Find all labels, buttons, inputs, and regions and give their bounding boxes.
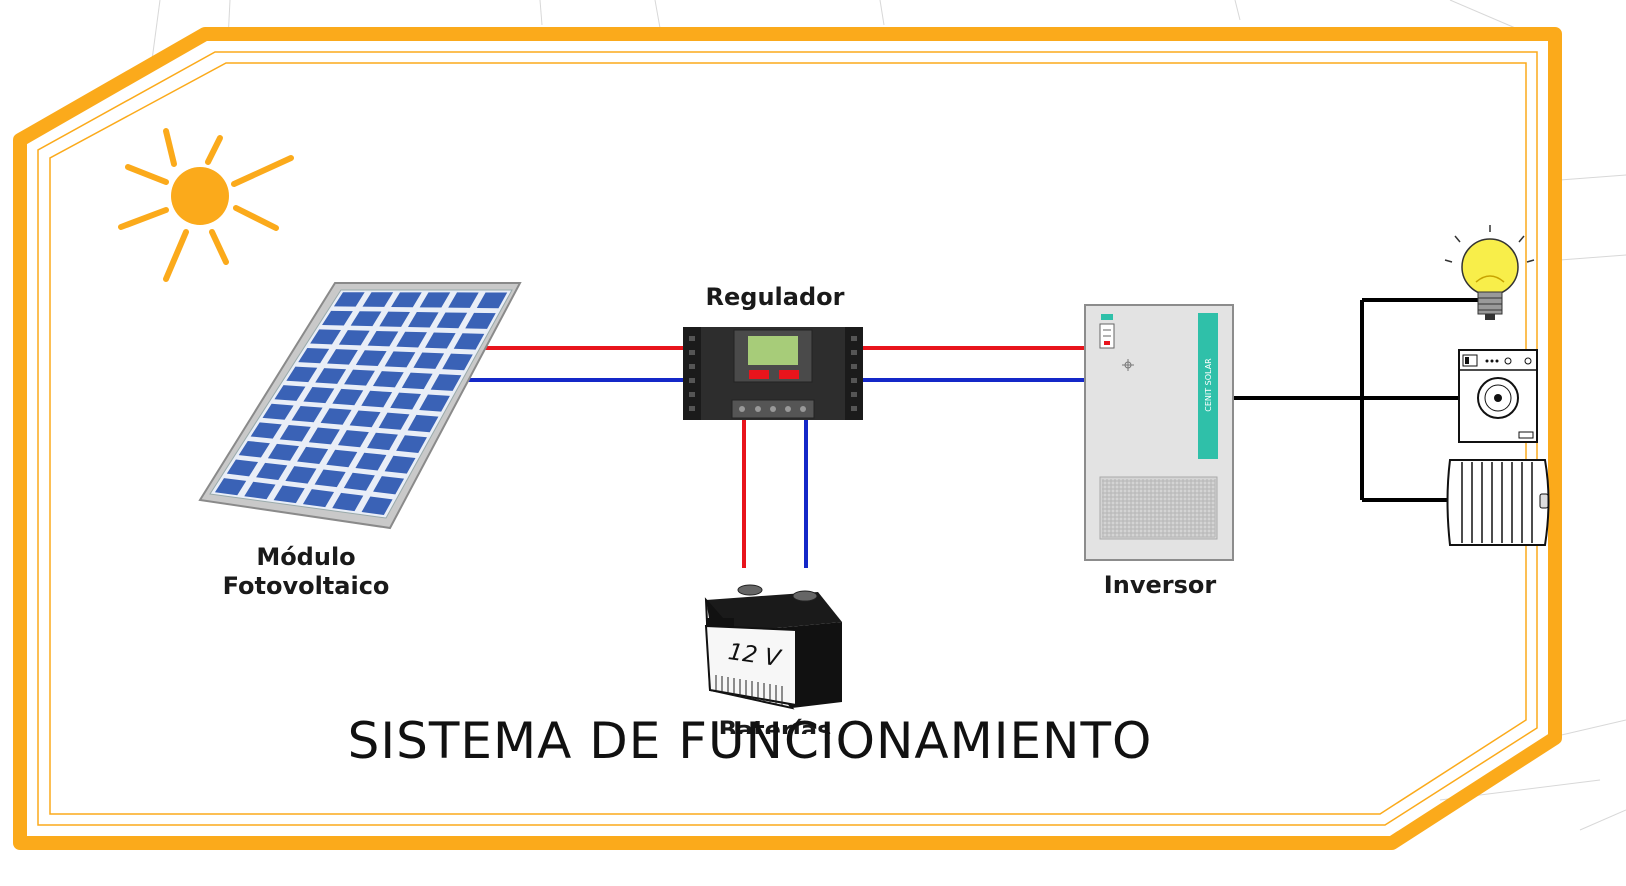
radiator-fins (1461, 462, 1533, 543)
solar-cell (396, 331, 427, 348)
solar-cell (320, 408, 352, 425)
solar-cell (322, 310, 353, 326)
solar-cell (314, 469, 346, 488)
inverter-vent-grille (1102, 479, 1216, 538)
solar-panel-icon (198, 282, 522, 530)
solar-cell (274, 385, 306, 401)
sun-icon (118, 128, 294, 282)
solar-cell (267, 443, 300, 461)
solar-cell (355, 452, 387, 471)
regulator-label: Regulador (705, 283, 845, 311)
solar-cell (378, 412, 410, 430)
solar-cell (465, 312, 496, 329)
solar-cell (310, 329, 341, 345)
solar-cell (262, 403, 294, 420)
inverter-icon: CENIT SOLAR (1084, 304, 1234, 561)
regulator-icon (683, 327, 863, 420)
solar-cell (250, 422, 282, 439)
inverter-brand-text: CENIT SOLAR (1204, 358, 1213, 412)
radiator-icon (1446, 459, 1550, 546)
solar-cell (373, 476, 405, 495)
solar-cell (361, 496, 393, 516)
solar-panel-cells (214, 292, 508, 516)
solar-cell (326, 449, 358, 468)
solar-cell (279, 424, 311, 442)
solar-cell (327, 349, 358, 365)
solar-cell (244, 481, 276, 500)
solar-cell (298, 347, 330, 364)
panel-label-line1: Módulo (256, 543, 356, 571)
solar-cell (362, 292, 394, 307)
orange-frame (13, 27, 1562, 850)
solar-cell (425, 332, 456, 349)
solar-cell (291, 405, 323, 423)
solar-cell (344, 369, 375, 386)
diagram-title: SISTEMA DE FUNCIONAMIENTO (347, 712, 1153, 770)
solar-cell (303, 387, 335, 404)
solar-cell (430, 374, 462, 391)
ac-wires (1233, 298, 1485, 502)
solar-cell (384, 351, 416, 368)
solar-cell (256, 462, 288, 480)
solar-cell (419, 394, 450, 412)
panel-label: Módulo Fotovoltaico (186, 543, 426, 601)
solar-cell (419, 292, 451, 308)
battery-icon: 12 V (704, 584, 842, 710)
solar-cell (315, 368, 347, 384)
solar-cell (361, 390, 393, 408)
solar-cell (384, 455, 416, 474)
light-bulb-icon (1444, 225, 1535, 320)
solar-cell (302, 489, 335, 508)
solar-cell (379, 311, 410, 327)
solar-cell (338, 330, 370, 346)
solar-cell (407, 414, 439, 433)
inverter-label: Inversor (1103, 571, 1217, 599)
panel-label-line2: Fotovoltaico (222, 572, 390, 600)
solar-cell (343, 472, 375, 491)
inverter-crosshair (1122, 359, 1134, 371)
solar-cell (333, 292, 365, 307)
solar-cell (214, 478, 247, 496)
solar-cell (367, 330, 399, 347)
solar-cell (226, 459, 259, 477)
solar-cell (332, 492, 364, 512)
solar-cell (407, 312, 439, 328)
battery-label: Baterías (718, 716, 832, 734)
solar-cell (396, 435, 427, 453)
solar-cell (337, 430, 369, 448)
solar-cell (391, 292, 422, 308)
solar-cell (286, 366, 318, 383)
solar-cell (350, 311, 382, 327)
solar-cell (238, 440, 270, 458)
solar-cell (401, 372, 433, 390)
solar-cell (367, 432, 398, 451)
solar-cell (448, 292, 479, 308)
solar-cell (332, 388, 364, 406)
solar-cell (390, 392, 421, 410)
solar-cell (476, 292, 508, 309)
solar-cell (442, 353, 473, 371)
solar-cell (413, 352, 445, 369)
solar-cell (285, 466, 317, 484)
washing-machine-icon (1458, 349, 1538, 443)
solar-cell (308, 427, 340, 445)
solar-cell (273, 485, 305, 504)
solar-cell (297, 446, 329, 464)
solar-cell (436, 312, 468, 329)
dc-wires (455, 346, 1088, 568)
solar-cell (372, 371, 404, 388)
solar-cell (453, 333, 485, 350)
battery-label-clip: Baterías (690, 716, 860, 734)
solar-cell (355, 350, 387, 367)
solar-cell (349, 410, 381, 428)
